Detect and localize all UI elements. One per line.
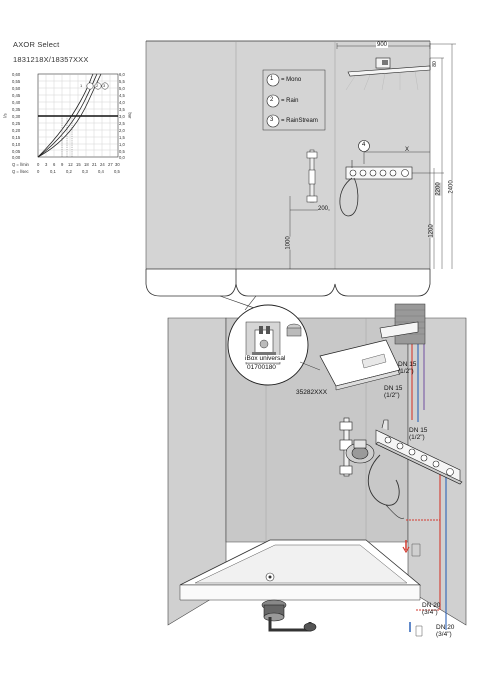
legend-label-rainstream: = RainStream [281, 118, 318, 124]
x-tick: 27 [108, 162, 113, 167]
y-right-tick: 4,0 [119, 100, 125, 105]
y-right-tick: 1,5 [119, 135, 125, 140]
iso-thermostat [375, 419, 463, 485]
y-right-tick: 0,5 [119, 149, 125, 154]
ibox-number: 01700180 [247, 364, 276, 371]
y-right-tick: 0,0 [119, 155, 125, 160]
y-left-tick: 0,40 [12, 100, 21, 105]
iso-hose [367, 454, 400, 506]
curve-1 [37, 73, 94, 158]
y-right-tick: 2,0 [119, 128, 125, 133]
x-tick: 30 [115, 162, 120, 167]
legend-num-1: 1 [270, 76, 274, 82]
dn15-a: DN 15(1/2") [398, 361, 417, 375]
curve-marker-label-2: 2 [96, 83, 99, 88]
curve-marker-2 [94, 82, 102, 90]
x-tick: 0,3 [82, 169, 88, 174]
ibox-label: iBox universal [245, 355, 286, 362]
y-left-tick: 0,15 [12, 135, 21, 140]
iso-shower-rail [339, 417, 375, 477]
y-right-tick: 5,5 [119, 79, 125, 84]
y-left-tick: 0,60 [12, 72, 21, 77]
bathtub-basin [194, 544, 408, 584]
callout-4: 4 [362, 142, 366, 148]
x-tick: 15 [76, 162, 81, 167]
y-left-tick: 0,30 [12, 114, 21, 119]
isometric-view [167, 303, 467, 637]
x-tick: 0 [37, 169, 40, 174]
y-right-tick: 4,5 [119, 93, 125, 98]
curve-2 [37, 73, 98, 158]
legend-circle-2 [266, 94, 280, 108]
callout-4-circle [358, 140, 370, 152]
shower-hose [339, 177, 359, 217]
x-tick: 21 [92, 162, 97, 167]
y-right-tick: 3,0 [119, 114, 125, 119]
dn20-b: DN 20(3/4") [436, 624, 455, 638]
dn15-c: DN 15(1/2") [409, 427, 428, 441]
dim-1000: 1000 [285, 236, 292, 250]
x-tick: 0,1 [50, 169, 56, 174]
legend-circle-1 [266, 73, 280, 87]
y-left-tick: 0,55 [12, 79, 21, 84]
x-tick: 0,4 [98, 169, 104, 174]
y-right-tick: 3,5 [119, 107, 125, 112]
article-numbers: 1831218X/18357XXX [13, 55, 89, 64]
y-right-tick: 1,0 [119, 142, 125, 147]
x-tick: 12 [68, 162, 73, 167]
y-left-tick: 0,50 [12, 86, 21, 91]
y-left-tick: 0,05 [12, 149, 21, 154]
dim-200: 200 [318, 206, 329, 212]
y-left-tick: 0,20 [12, 128, 21, 133]
y-left-tick: 0,25 [12, 121, 21, 126]
dim-2400: 2400 [448, 180, 455, 194]
curve-marker-label-1: 1 [80, 83, 83, 88]
y-right-tick: 2,5 [119, 121, 125, 126]
curve-marker-3 [101, 82, 109, 90]
flow-rate-chart [37, 73, 119, 158]
x-tick: 24 [100, 162, 105, 167]
x-tick: 0,5 [114, 169, 120, 174]
curve-3 [37, 73, 102, 158]
y-left-tick: 0,00 [12, 155, 21, 160]
y-right-tick: 5,0 [119, 86, 125, 91]
y-left-tick: 0,10 [12, 142, 21, 147]
x-tick: 3 [45, 162, 48, 167]
front-elevation [145, 40, 456, 310]
y-left-tick: 0,35 [12, 107, 21, 112]
dim-2200: 2200 [435, 182, 442, 196]
x-tick: 6 [53, 162, 56, 167]
x-row1-label: Q = l/min [12, 162, 29, 167]
dim-x: X [405, 147, 410, 153]
hot-water-icon [402, 540, 421, 557]
legend-label-rain: = Rain [281, 98, 299, 104]
legend-circle-3 [266, 114, 280, 128]
x-row2-label: Q = l/sec [12, 169, 29, 174]
curve-marker-1 [86, 82, 94, 90]
curve-marker-label-3: 3 [103, 83, 106, 88]
legend-num-2: 2 [270, 97, 274, 103]
x-tick: 0,2 [66, 169, 72, 174]
dn15-b: DN 15(1/2") [384, 385, 403, 399]
dn20-a: DN 20(3/4") [422, 602, 441, 616]
x-tick: 9 [61, 162, 64, 167]
dim-900: 900 [376, 42, 389, 48]
cold-water-icon [409, 622, 423, 637]
x-tick: 0 [37, 162, 40, 167]
dim-1200: 1200 [428, 224, 435, 238]
dim-80: 80 [431, 61, 438, 67]
legend-box [262, 69, 326, 131]
brand-title: AXOR Select [13, 40, 60, 49]
waste-trap [261, 599, 317, 632]
y-right-tick: 6,0 [119, 72, 125, 77]
legend-label-mono: = Mono [281, 77, 302, 83]
legend-num-3: 3 [270, 117, 274, 123]
y-left-tick: 0,45 [12, 93, 21, 98]
x-tick: 18 [84, 162, 89, 167]
wall-panel [146, 41, 430, 269]
product-number: 35282XXX [296, 389, 328, 396]
bathtub-fronts [145, 269, 431, 297]
